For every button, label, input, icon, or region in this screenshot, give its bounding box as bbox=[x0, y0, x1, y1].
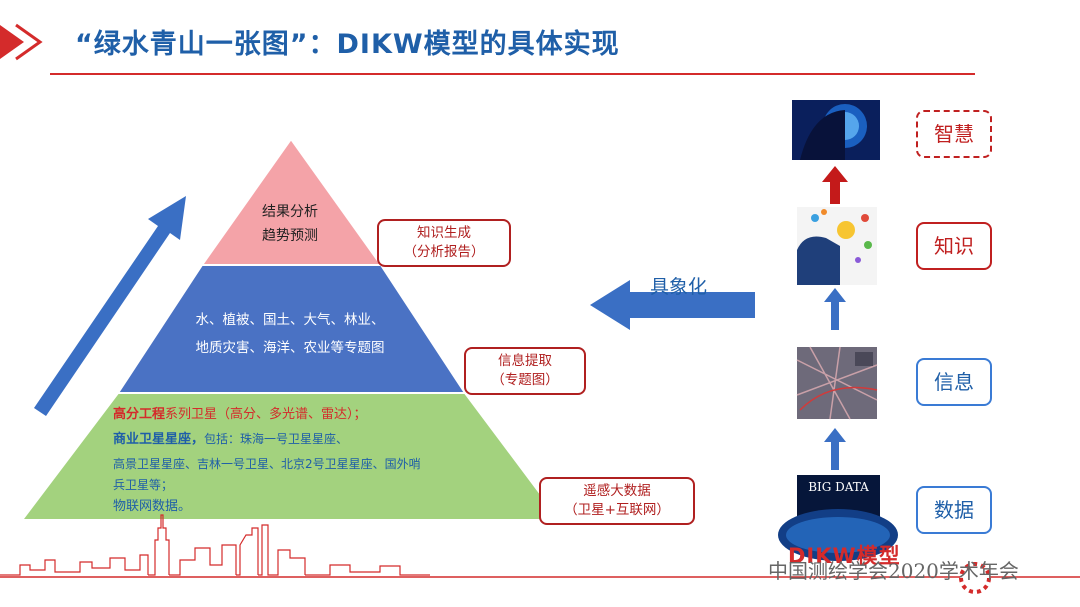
callout-knowledge-line1: 知识生成 bbox=[417, 225, 471, 241]
callout-rs-line1: 遥感大数据 bbox=[583, 483, 651, 499]
dikw-model-label: DIKW模型 bbox=[788, 544, 901, 568]
pyramid-base-line1: 高分工程系列卫星（高分、多光谱、雷达）； bbox=[113, 404, 493, 425]
pyramid-top-text: 结果分析 趋势预测 bbox=[220, 200, 360, 248]
commercial-label: 商业卫星星座， bbox=[113, 432, 205, 447]
footer-conference-text: 中国测绘学会2020学术年会 bbox=[768, 559, 1019, 583]
callout-knowledge-generation: 知识生成 （分析报告） bbox=[377, 219, 511, 267]
callout-info-extraction: 信息提取 （专题图） bbox=[464, 347, 586, 395]
concretize-label: 具象化 bbox=[650, 276, 708, 298]
data-image bbox=[778, 475, 898, 561]
callout-info-line2: （专题图） bbox=[491, 372, 559, 388]
gaofen-label: 高分工程 bbox=[113, 407, 166, 422]
bigdata-text: BIG DATA bbox=[808, 480, 869, 494]
gaofen-desc: 系列卫星（高分、多光谱、雷达）； bbox=[165, 407, 367, 422]
pyramid-base-line3: 高景卫星星座、吉林一号卫星、北京2号卫星星座、国外哨 bbox=[113, 457, 421, 471]
dikw-up-arrow-knowledge-wisdom bbox=[822, 166, 848, 204]
pyramid-top-line2: 趋势预测 bbox=[262, 228, 318, 244]
pyramid-middle-line2: 地质灾害、海洋、农业等专题图 bbox=[195, 340, 385, 356]
title-divider bbox=[50, 73, 975, 75]
dikw-level-information: 信息 bbox=[916, 358, 992, 406]
city-skyline bbox=[0, 514, 430, 576]
dikw-level-wisdom: 智慧 bbox=[916, 110, 992, 158]
callout-knowledge-line2: （分析报告） bbox=[403, 244, 485, 260]
knowledge-image bbox=[797, 207, 877, 285]
callout-rs-line2: （卫星+互联网） bbox=[564, 502, 670, 518]
callout-remote-sensing: 遥感大数据 （卫星+互联网） bbox=[539, 477, 695, 525]
footer-logo-icon bbox=[959, 562, 991, 594]
commercial-desc: 包括：珠海一号卫星星座、 bbox=[204, 432, 349, 446]
concretize-arrow bbox=[590, 280, 755, 330]
header-chevron-icon bbox=[0, 23, 43, 61]
dikw-up-arrow-data-info bbox=[824, 428, 846, 470]
wisdom-image bbox=[792, 100, 880, 160]
pyramid-base-line2: 商业卫星星座，包括：珠海一号卫星星座、 bbox=[113, 429, 493, 450]
page-title: “绿水青山一张图”：DIKW模型的具体实现 bbox=[75, 29, 620, 60]
pyramid-base-line5: 物联网数据。 bbox=[113, 499, 192, 514]
pyramid-middle-line1: 水、植被、国土、大气、林业、 bbox=[195, 312, 385, 328]
information-image bbox=[796, 346, 878, 420]
pyramid-top-line1: 结果分析 bbox=[262, 204, 318, 220]
pyramid-base-text: 高分工程系列卫星（高分、多光谱、雷达）； 商业卫星星座，包括：珠海一号卫星星座、… bbox=[113, 404, 493, 517]
callout-info-line1: 信息提取 bbox=[498, 353, 552, 369]
growth-arrow bbox=[34, 196, 186, 416]
pyramid-base-line4: 兵卫星等； bbox=[113, 478, 174, 492]
pyramid-top bbox=[200, 137, 383, 266]
dikw-level-knowledge: 知识 bbox=[916, 222, 992, 270]
dikw-level-data: 数据 bbox=[916, 486, 992, 534]
dikw-up-arrow-info-knowledge bbox=[824, 288, 846, 330]
pyramid-middle-text: 水、植被、国土、大气、林业、 地质灾害、海洋、农业等专题图 bbox=[155, 306, 425, 362]
